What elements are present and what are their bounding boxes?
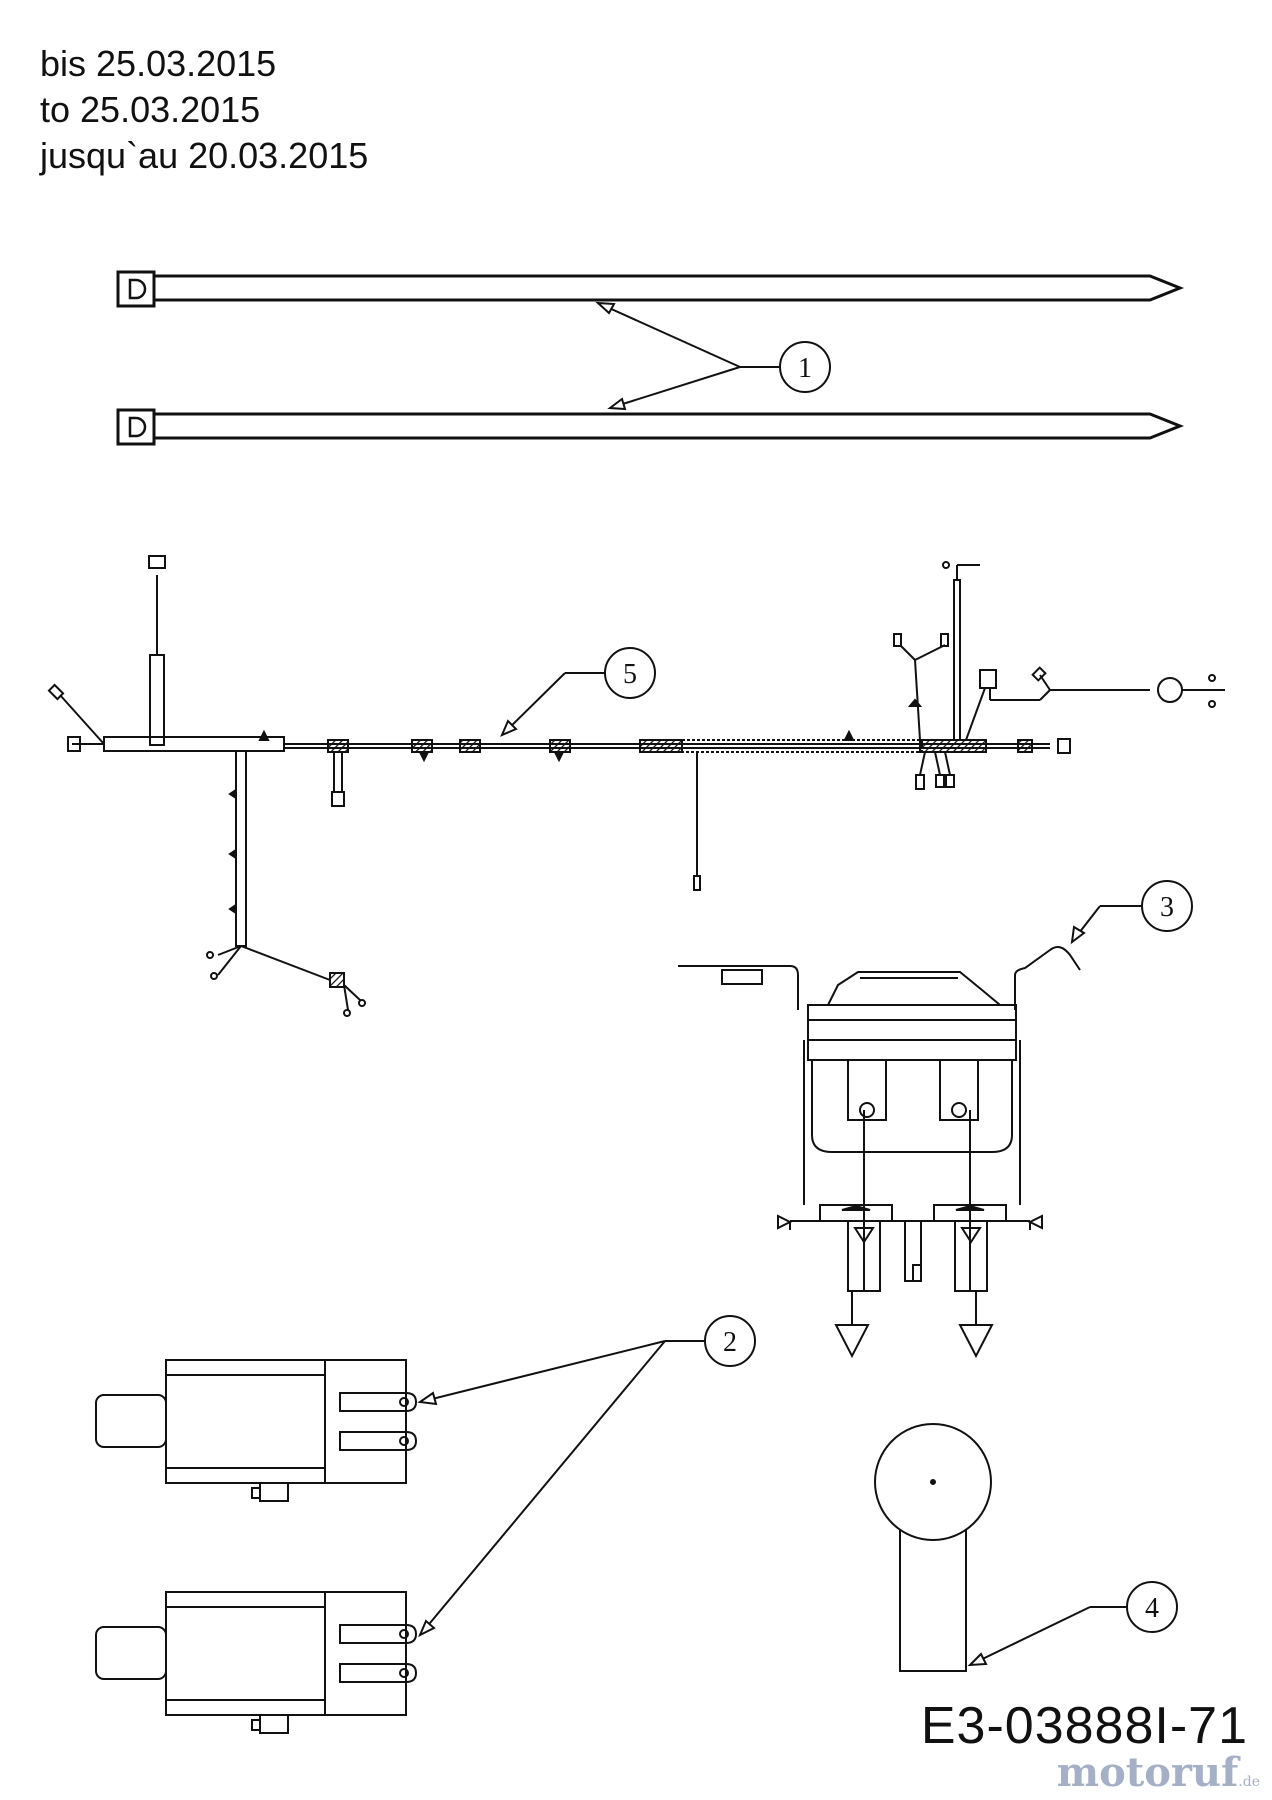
date-line-de: bis 25.03.2015 <box>40 43 277 84</box>
cable-tie-lower <box>116 408 1185 446</box>
callout-circle-5 <box>604 647 656 699</box>
switch-assembly <box>678 945 1081 1359</box>
callout-number-1: 1 <box>798 353 812 384</box>
callout-number-2: 2 <box>723 1327 737 1358</box>
date-line-en: to 25.03.2015 <box>40 89 261 130</box>
callout-circle-2 <box>704 1315 756 1367</box>
leader-2 <box>417 1340 705 1638</box>
watermark-text: motoruf <box>1056 1749 1239 1796</box>
leader-3 <box>1070 905 1142 945</box>
ignition-key <box>874 1423 992 1672</box>
drawing-code: E3-03888I-71 <box>920 1697 1248 1755</box>
watermark-suffix: .de <box>1238 1774 1260 1790</box>
wiring-harness <box>47 555 1225 1017</box>
callout-circle-1 <box>779 341 831 393</box>
callout-circle-3 <box>1141 880 1193 932</box>
date-line-fr: jusqu`au 20.03.2015 <box>40 135 369 176</box>
plunger-switch-upper <box>95 1359 418 1502</box>
callout-circle-4 <box>1126 1581 1178 1633</box>
leader-1 <box>595 301 780 411</box>
leader-5 <box>500 672 605 737</box>
callout-number-3: 3 <box>1160 892 1174 923</box>
plunger-switch-lower <box>95 1591 418 1734</box>
callout-number-5: 5 <box>623 659 637 690</box>
watermark: motoruf.de <box>1057 1749 1260 1796</box>
cable-tie-upper <box>116 270 1185 308</box>
leader-4 <box>967 1606 1127 1667</box>
callout-number-4: 4 <box>1145 1593 1159 1624</box>
